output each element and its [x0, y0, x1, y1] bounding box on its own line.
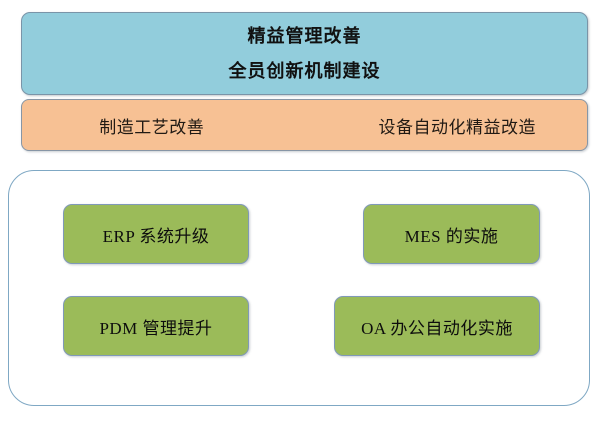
- strategy-banner: 精益管理改善 全员创新机制建设: [21, 12, 588, 95]
- project-card-mes: MES 的实施: [363, 204, 540, 264]
- project-card-pdm: PDM 管理提升: [63, 296, 249, 356]
- initiative-item-equipment-automation: 设备自动化精益改造: [378, 117, 536, 137]
- project-card-erp: ERP 系统升级: [63, 204, 249, 264]
- strategy-banner-line-2: 全员创新机制建设: [228, 60, 381, 81]
- strategy-banner-line-1: 精益管理改善: [247, 25, 362, 46]
- project-card-oa: OA 办公自动化实施: [334, 296, 540, 356]
- initiative-item-manufacturing-process: 制造工艺改善: [99, 117, 205, 137]
- initiative-strip: 制造工艺改善 设备自动化精益改造: [21, 99, 588, 151]
